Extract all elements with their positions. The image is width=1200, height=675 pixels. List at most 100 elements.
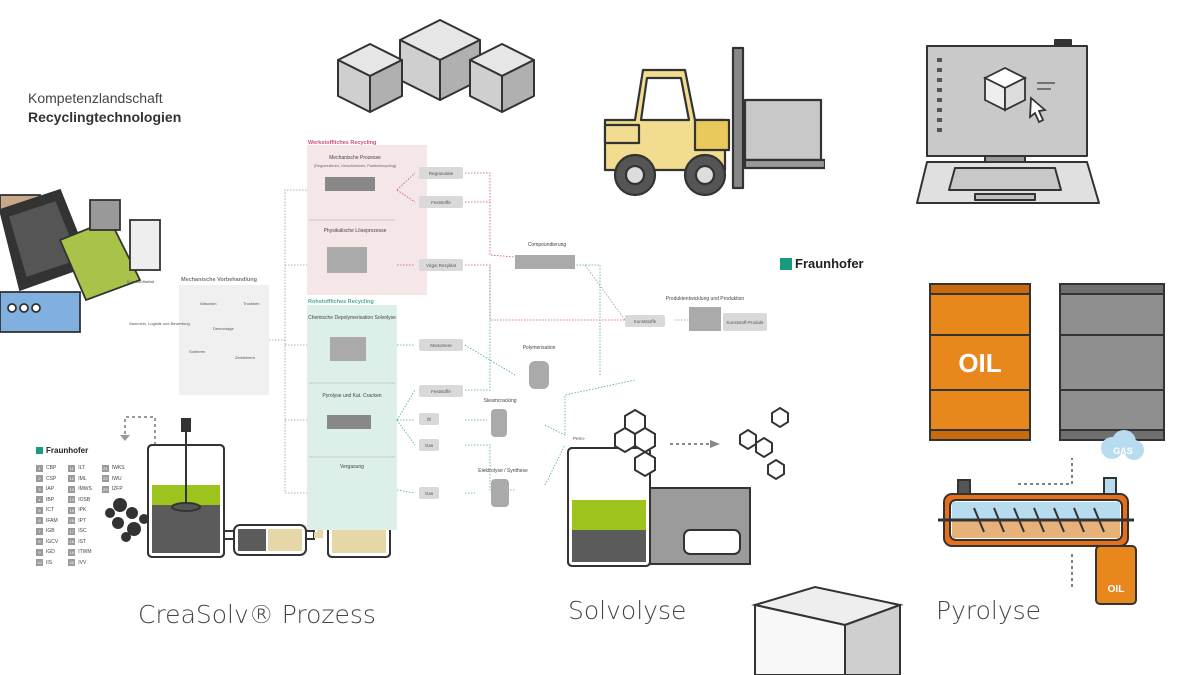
legend-number: 12 — [68, 475, 76, 483]
monomere-box: Monomere — [430, 343, 452, 348]
regranulate-box: Regranulate — [429, 171, 454, 176]
feststoffe-box-1: Feststoffe — [431, 200, 451, 205]
demontage-label: Demontage — [213, 326, 234, 331]
petro-label: Petro- — [573, 436, 586, 441]
creasolv-label: CreaSolv® Prozess — [138, 600, 376, 629]
fraunhofer-mark-small-icon — [36, 447, 43, 454]
zerkleinern-label: Zerkleinern — [235, 355, 255, 360]
legend-number: 6 — [36, 517, 43, 525]
legend-number: 3 — [36, 485, 43, 493]
dissolve-apparatus-icon — [327, 247, 367, 273]
output-boxes: Regranulate Feststoffe Virgin Rezyklat M… — [419, 167, 767, 499]
legend-institute: ISC — [78, 528, 87, 535]
oel-box: Öl — [427, 416, 432, 422]
legend-institute: IAP — [46, 486, 55, 493]
compound-label: Compoundierung — [528, 242, 567, 248]
barrels-icon: OIL — [929, 283, 1165, 441]
subtitle: Kompetenzlandschaft — [28, 90, 163, 106]
feststoffe-box-2: Feststoffe — [431, 389, 451, 394]
legend-number: 4 — [36, 496, 43, 504]
chem-depoly-title: Chemische Depolymerisation Solvolyse — [308, 315, 396, 321]
legend-number: 15 — [68, 506, 76, 514]
legend-institute: IPT — [78, 517, 87, 524]
legend-number: 17 — [68, 527, 76, 535]
pyro-crack-title: Pyrolyse und Kat. Cracken — [322, 393, 381, 399]
legend-number: 22 — [101, 475, 109, 483]
legend-number: 21 — [101, 464, 109, 472]
legend-number: 16 — [68, 517, 76, 525]
waschen-label: Waschen — [200, 301, 217, 306]
fraunhofer-wordmark: Fraunhofer — [795, 256, 864, 271]
container-box-icon — [751, 585, 904, 675]
legend-institute: IOSB — [78, 496, 91, 503]
steam-label: Steamcracking — [483, 398, 516, 404]
gas-box-2: Gas — [425, 491, 434, 496]
forklift-icon — [603, 46, 825, 197]
legend-number: 20 — [68, 559, 76, 567]
legend-institute: IWU — [111, 475, 122, 482]
produkt-label: Produktentwicklung und Produktion — [666, 296, 745, 302]
compound-extruder-icon — [515, 255, 575, 269]
legend-institute: ITWM — [78, 549, 92, 556]
werkstoff-heading: Werkstoffliches Recycling — [308, 140, 376, 146]
legend-number: 7 — [36, 527, 43, 535]
extruder-icon — [325, 177, 375, 191]
mech-process-title: Mechanische Prozesse — [329, 155, 381, 161]
trocknen-label: Trocknen — [243, 301, 260, 306]
legend-institute: IVV — [78, 559, 87, 566]
legend-institute: ILT — [78, 465, 86, 472]
legend-institute: CSP — [46, 475, 57, 482]
legend-institute: IZFP — [111, 486, 123, 493]
solvolyse-label: Solvolyse — [568, 596, 687, 625]
legend-institute: IFAM — [46, 517, 58, 524]
fraunhofer-mark-icon — [780, 257, 792, 270]
legend-institute: IWKS — [111, 465, 125, 472]
legend-institute: ICT — [46, 507, 55, 514]
legend-number: 13 — [68, 485, 76, 493]
recycling-flow-diagram: Werkstoffliches Recycling Rohstoffliches… — [127, 140, 767, 530]
legend-institute: IML — [78, 475, 87, 482]
mech-process-sub: (Regranulieren, Umschmelzen, Partikelrec… — [314, 164, 397, 168]
phys-process-title: Physikalische Löseprozesse — [324, 228, 387, 234]
steam-cracker-icon — [491, 409, 507, 437]
gas-label: GAS — [1113, 446, 1133, 456]
abfall-label: Kunststoffabfall — [127, 279, 154, 284]
legend-institute: IIS — [46, 559, 53, 566]
legend-number: 23 — [101, 485, 109, 493]
rohstoff-heading: Rohstoffliches Recycling — [308, 299, 374, 305]
legend-number: 10 — [36, 559, 43, 567]
page-title: Recyclingtechnologien — [28, 109, 182, 125]
fraunhofer-logo-small: Fraunhofer — [36, 446, 88, 455]
kunststoffe-box: Kunststoffe — [634, 319, 657, 324]
legend-institute: IST — [78, 538, 87, 545]
legend-institute: IBP — [46, 496, 55, 503]
fraunhofer-logo: Fraunhofer — [780, 256, 864, 271]
legend-number: 19 — [68, 548, 76, 556]
vergasung-title: Vergasung — [340, 464, 364, 470]
virgin-box: Virgin Rezyklat — [426, 263, 457, 268]
sortieren-label: Sortieren — [189, 349, 205, 354]
pyrolysis-reactor-icon: OIL — [938, 458, 1137, 605]
ewaste-pile-icon — [0, 188, 161, 333]
depoly-reactor-icon — [330, 337, 366, 361]
